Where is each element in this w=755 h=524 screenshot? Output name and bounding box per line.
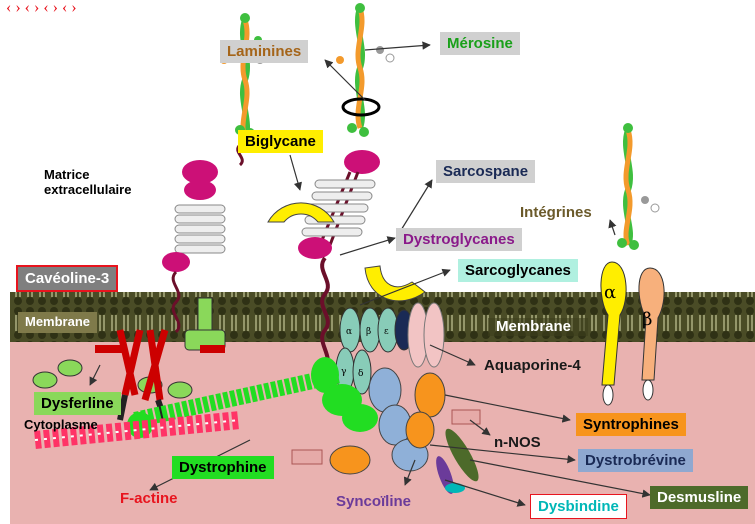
laminin-right — [617, 123, 659, 250]
laminin-left — [220, 13, 264, 140]
label-syntrophines: Syntrophines — [576, 413, 686, 436]
sg-delta: δ — [358, 369, 363, 379]
label-syncoiline: Syncoïline — [336, 493, 411, 510]
label-caveoline: Cavéoline-3 — [16, 265, 118, 292]
label-nnos: n-NOS — [494, 434, 541, 451]
sg-alpha: α — [346, 327, 352, 337]
label-merosine: Mérosine — [440, 32, 520, 55]
label-membrane-right: Membrane — [496, 318, 571, 335]
label-biglycane: Biglycane — [238, 130, 323, 153]
label-matrice-extracellulaire: Matrice extracellulaire — [44, 168, 131, 198]
caption-fragment: ‹ › ‹ › ‹ › ‹ › — [6, 0, 77, 16]
integrin-beta-letter: β — [642, 309, 652, 330]
label-dystroglycanes: Dystroglycanes — [396, 228, 522, 251]
label-dysferline: Dysferline — [34, 392, 121, 415]
integrin-alpha-letter: α — [604, 282, 616, 303]
sg-gamma: γ — [341, 367, 346, 377]
sg-beta: β — [366, 327, 371, 337]
label-laminines: Laminines — [220, 40, 308, 63]
label-membrane-left: Membrane — [18, 312, 97, 333]
label-sarcoglycanes: Sarcoglycanes — [458, 259, 578, 282]
label-cytoplasme: Cytoplasme — [24, 418, 98, 433]
label-integrines: Intégrines — [520, 204, 592, 221]
label-f-actine: F-actine — [120, 490, 178, 507]
label-desmusline: Desmusline — [650, 486, 748, 509]
label-dystrophine: Dystrophine — [172, 456, 274, 479]
sg-epsilon: ε — [384, 327, 389, 337]
label-aquaporine: Aquaporine-4 — [484, 357, 581, 374]
label-sarcospane: Sarcospane — [436, 160, 535, 183]
label-dysbindine: Dysbindine — [530, 494, 627, 519]
label-dystrobrevine: Dystrobrévine — [578, 449, 693, 472]
laminin-center — [336, 3, 394, 137]
